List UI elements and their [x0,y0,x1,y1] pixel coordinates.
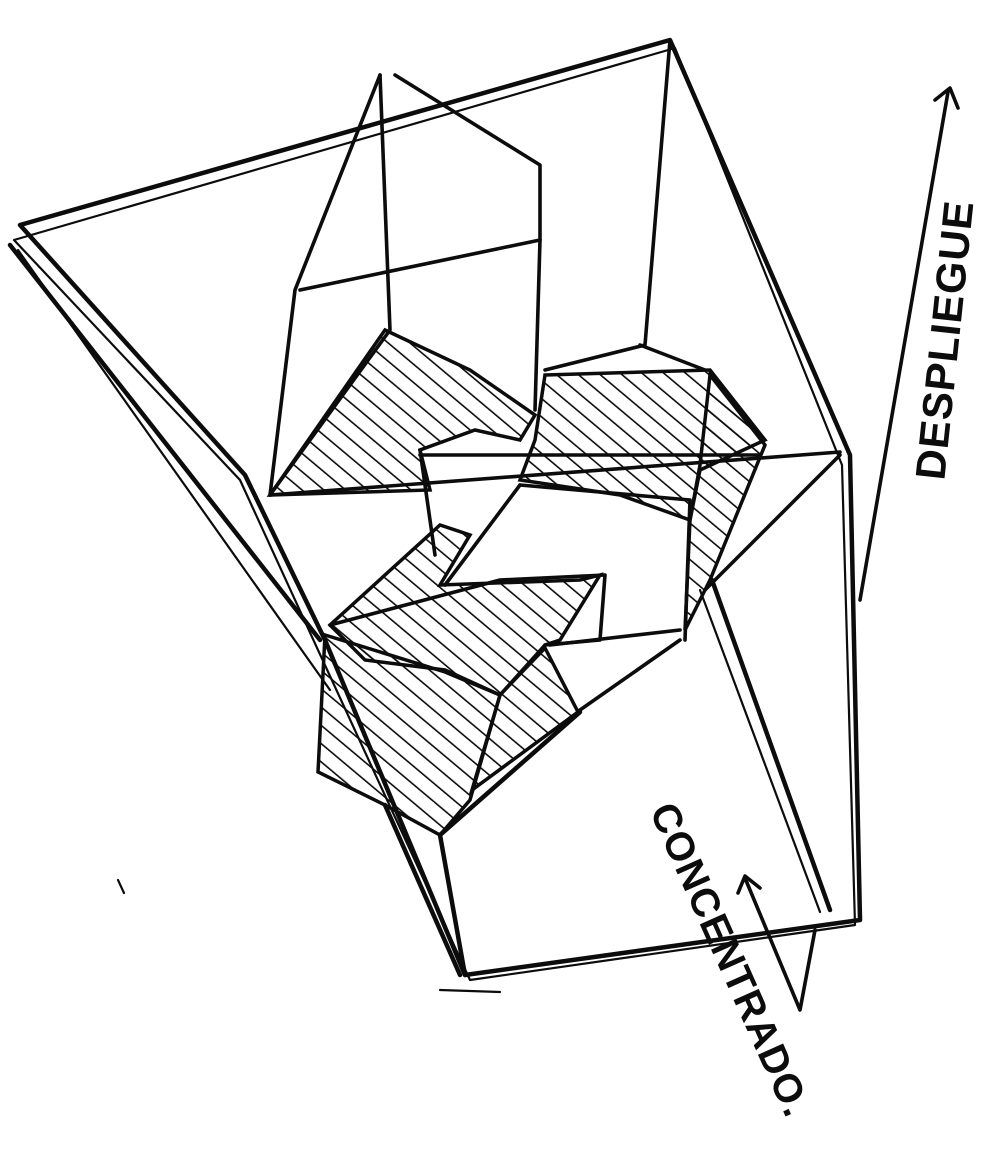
shaded-face-upper-left [270,330,535,495]
shaded-faces [270,330,765,835]
